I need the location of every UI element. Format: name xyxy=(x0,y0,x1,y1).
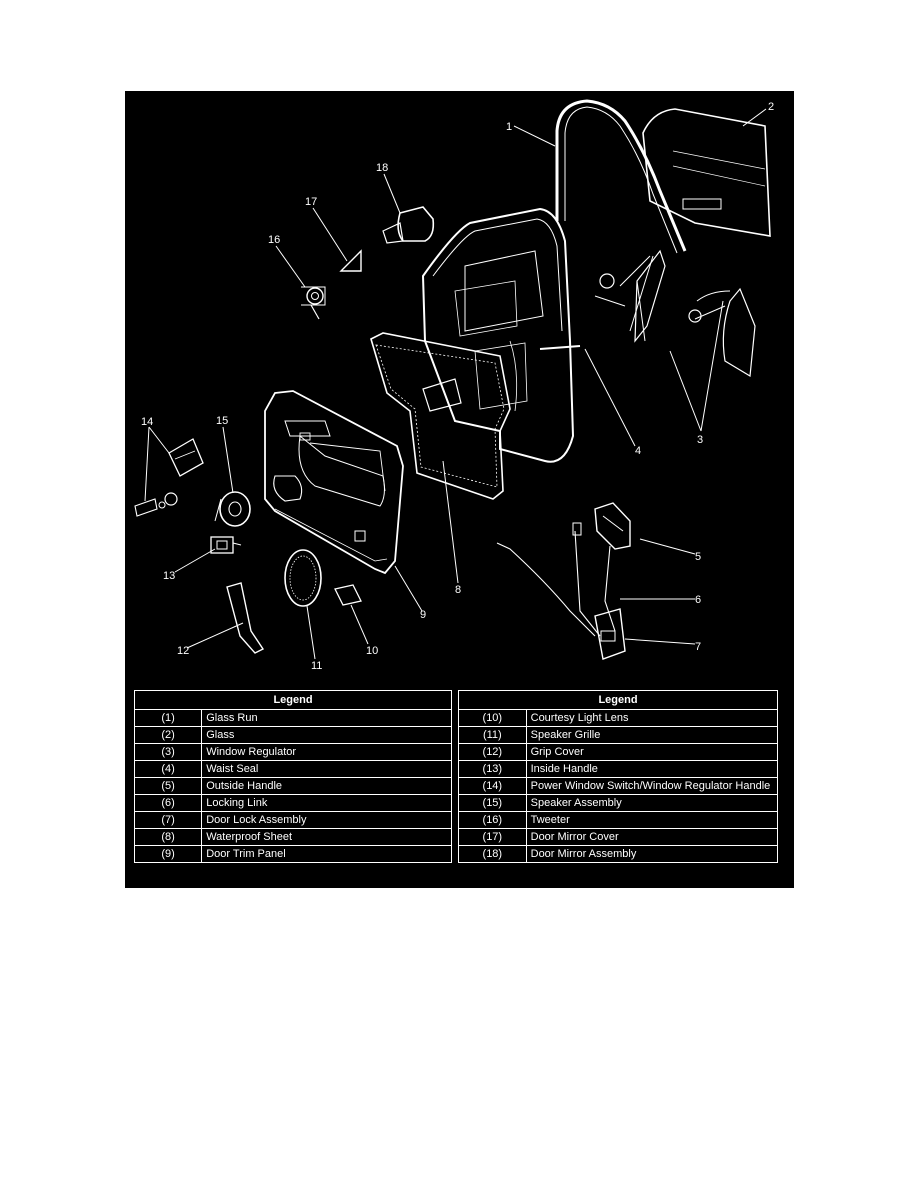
legend-row: (4)Waist Seal xyxy=(133,760,452,778)
callout-7: 7 xyxy=(695,641,701,653)
part-inside-handle xyxy=(210,536,242,554)
callout-18: 18 xyxy=(376,162,388,174)
part-door-frame xyxy=(421,207,575,463)
legend-row: (1)Glass Run xyxy=(133,709,452,727)
legend-table-left: Legend (1)Glass Run (2)Glass (3)Window R… xyxy=(133,690,452,863)
legend-row: (10)Courtesy Light Lens xyxy=(458,709,779,727)
legend-row: (18)Door Mirror Assembly xyxy=(458,845,779,863)
callout-14: 14 xyxy=(141,416,153,428)
callout-2: 2 xyxy=(768,101,774,113)
callout-1: 1 xyxy=(506,121,512,133)
legend-row: (11)Speaker Grille xyxy=(458,726,779,744)
legend-table-right: Legend (10)Courtesy Light Lens (11)Speak… xyxy=(458,690,779,863)
legend-row: (16)Tweeter xyxy=(458,811,779,829)
callout-12: 12 xyxy=(177,645,189,657)
legend-row: (13)Inside Handle xyxy=(458,760,779,778)
legend-title: Legend xyxy=(134,690,452,710)
legend-row: (14)Power Window Switch/Window Regulator… xyxy=(458,777,779,795)
legend-row: (9)Door Trim Panel xyxy=(133,845,452,863)
part-courtesy-light-lens xyxy=(334,584,362,606)
callout-labels: 1 2 3 4 5 6 7 8 9 10 11 12 13 14 15 16 1… xyxy=(141,101,774,672)
part-waist-seal xyxy=(539,345,581,350)
callout-3: 3 xyxy=(697,434,703,446)
part-outside-handle xyxy=(594,502,631,550)
part-tweeter xyxy=(301,286,326,320)
callout-4: 4 xyxy=(635,445,641,457)
part-glass-run xyxy=(555,99,687,252)
callout-11: 11 xyxy=(311,660,322,672)
callout-8: 8 xyxy=(455,584,461,596)
part-grip-cover xyxy=(226,582,265,654)
part-door-lock-assembly xyxy=(594,608,626,660)
part-door-mirror-assembly xyxy=(382,206,435,244)
part-speaker-assembly xyxy=(214,491,251,527)
legend-row: (15)Speaker Assembly xyxy=(458,794,779,812)
leader-lines xyxy=(144,108,767,660)
part-waterproof-sheet xyxy=(370,332,511,500)
legend-row: (6)Locking Link xyxy=(133,794,452,812)
legend-row: (8)Waterproof Sheet xyxy=(133,828,452,846)
part-window-regulator xyxy=(594,249,756,378)
callout-17: 17 xyxy=(305,196,317,208)
callout-13: 13 xyxy=(163,570,175,582)
legend-row: (5)Outside Handle xyxy=(133,777,452,795)
callout-9: 9 xyxy=(420,609,426,621)
callout-5: 5 xyxy=(695,551,701,563)
callout-15: 15 xyxy=(216,415,228,427)
part-glass xyxy=(642,108,771,237)
diagram-drawing: 1 2 3 4 5 6 7 8 9 10 11 12 13 14 15 16 1… xyxy=(134,99,774,672)
legend-row: (3)Window Regulator xyxy=(133,743,452,761)
legend-row: (17)Door Mirror Cover xyxy=(458,828,779,846)
legend-title: Legend xyxy=(458,690,778,710)
part-door-trim-panel xyxy=(264,390,404,575)
callout-10: 10 xyxy=(366,645,378,657)
part-power-window-switch xyxy=(134,438,204,517)
legend-row: (7)Door Lock Assembly xyxy=(133,811,452,829)
part-speaker-grille xyxy=(284,549,322,607)
callout-6: 6 xyxy=(695,594,701,606)
legend-row: (12)Grip Cover xyxy=(458,743,779,761)
part-locking-link xyxy=(496,530,616,637)
part-door-mirror-cover xyxy=(339,249,362,272)
callout-16: 16 xyxy=(268,234,280,246)
legend-row: (2)Glass xyxy=(133,726,452,744)
